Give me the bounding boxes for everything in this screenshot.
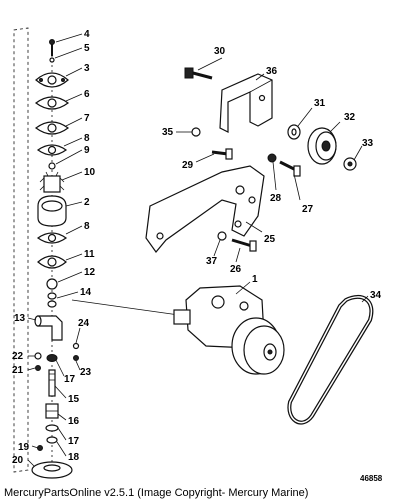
washer-28-part (267, 153, 277, 163)
washer-part (49, 57, 55, 63)
callout-32: 32 (344, 112, 356, 123)
washer-22-part (34, 352, 42, 360)
callout-3: 3 (84, 63, 90, 74)
washer-24-part (72, 342, 80, 350)
leader-lines (27, 33, 369, 467)
callout-27: 27 (302, 204, 314, 215)
callout-15: 15 (68, 394, 80, 405)
callout-19: 19 (18, 442, 30, 453)
callout-36: 36 (266, 66, 278, 77)
washer-37-part (217, 231, 227, 241)
callout-16: 16 (68, 416, 80, 427)
spacer-31-part (287, 124, 301, 140)
callout-25: 25 (264, 234, 276, 245)
nut-19-part (37, 445, 43, 451)
callout-11: 11 (84, 249, 95, 260)
nut-23-part (73, 355, 79, 361)
cover-plate-part (35, 72, 69, 88)
pulley-20-part (31, 461, 73, 479)
nut-21-part (35, 365, 41, 371)
mounting-bracket-25-part (145, 165, 265, 253)
image-caption: MercuryPartsOnline v2.5.1 (Image Copyrig… (4, 487, 309, 499)
nut-35-part (191, 127, 201, 137)
callout-10: 10 (84, 167, 96, 178)
washer-17-part (45, 424, 59, 432)
callout-22: 22 (12, 351, 24, 362)
callout-33: 33 (362, 138, 374, 149)
nut-33-part (343, 157, 357, 171)
callout-24: 24 (78, 318, 90, 329)
callout-8-lower: 8 (84, 221, 90, 232)
callout-6: 6 (84, 89, 90, 100)
callout-17-lower: 17 (68, 436, 80, 447)
bolt-26-part (231, 238, 257, 252)
callout-30: 30 (214, 46, 226, 57)
wear-plate-part (34, 96, 70, 110)
exploded-view-outline (13, 27, 29, 473)
drive-belt-34-part (287, 294, 374, 425)
callout-8-upper: 8 (84, 133, 90, 144)
callout-35: 35 (162, 127, 174, 138)
shaft-part (48, 369, 56, 397)
callout-28: 28 (270, 193, 282, 204)
callout-14: 14 (80, 287, 92, 298)
callout-5: 5 (84, 43, 90, 54)
callout-13: 13 (14, 313, 26, 324)
o-ring-part (48, 162, 56, 170)
callout-7: 7 (84, 113, 90, 124)
plate-lower-part (36, 232, 68, 244)
impeller-housing-part (37, 195, 67, 227)
nut-17-part (46, 354, 58, 362)
callout-34: 34 (370, 290, 382, 301)
callout-29: 29 (182, 160, 194, 171)
plate-part (36, 144, 68, 156)
gasket-part (34, 121, 70, 135)
end-plate-part (37, 255, 67, 269)
callout-21: 21 (12, 365, 24, 376)
idler-pulley-32-part (307, 127, 337, 165)
callout-4: 4 (84, 29, 90, 40)
callout-17-upper: 17 (64, 374, 76, 385)
washer-18-part (46, 436, 58, 444)
callout-31: 31 (314, 98, 326, 109)
bolt-27-part (279, 160, 301, 177)
bracket-36-part (219, 73, 273, 133)
bolt-29-part (211, 148, 233, 160)
pump-reference-line (71, 299, 187, 317)
callout-18: 18 (68, 452, 80, 463)
elbow-fitting-part (34, 315, 63, 341)
o-ring-lower-part (46, 278, 58, 290)
bolt-30-part (184, 67, 213, 80)
callout-26: 26 (230, 264, 242, 275)
callout-12: 12 (84, 267, 96, 278)
callout-2: 2 (84, 197, 90, 208)
callout-20: 20 (12, 455, 24, 466)
seal-part (47, 292, 57, 308)
callout-37: 37 (206, 256, 218, 267)
figure-number: 46858 (360, 474, 383, 483)
callout-1: 1 (252, 274, 258, 285)
screw-part (49, 39, 55, 56)
pump-assembly-1-part (173, 285, 285, 375)
bearing-part (45, 403, 59, 419)
callout-9: 9 (84, 145, 90, 156)
callout-23: 23 (80, 367, 92, 378)
